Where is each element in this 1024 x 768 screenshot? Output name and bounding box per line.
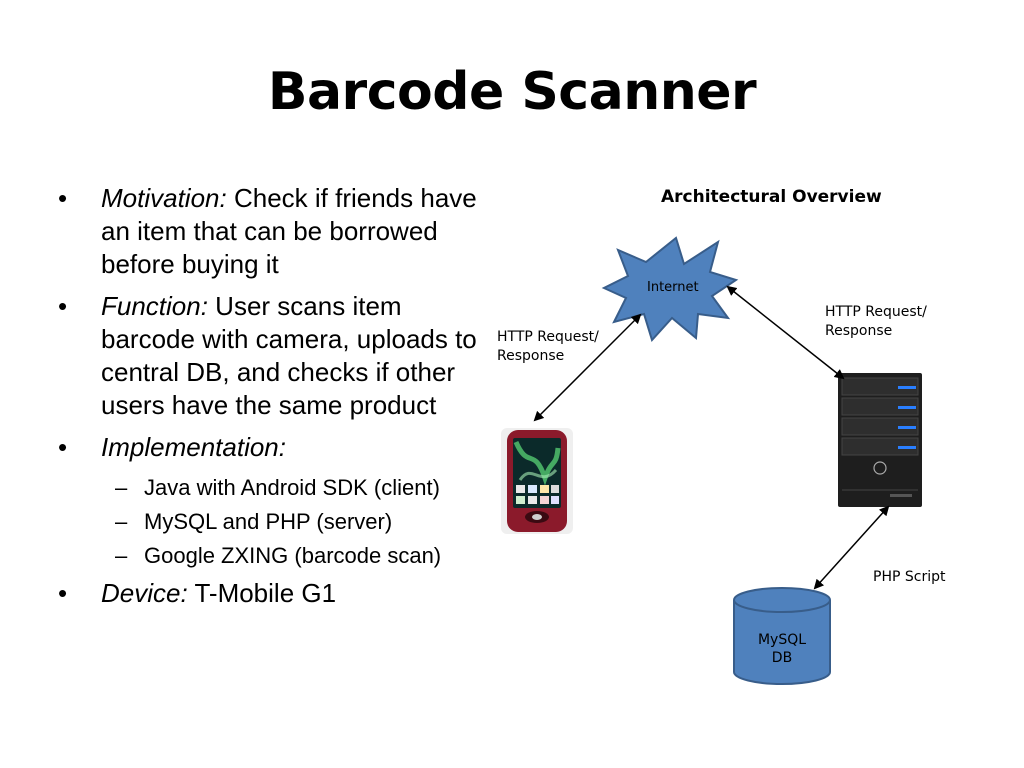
bullet-text: User scans item barcode with camera, upl… [101,291,477,420]
mysql-database-icon [733,587,831,685]
bullet-function: • Function: User scans item barcode with… [58,290,498,422]
phone-internet-arrow [533,313,642,422]
implementation-item: – Google ZXING (barcode scan) [101,539,498,573]
bullet-label: Device: [101,578,188,608]
internet-label: Internet [647,280,699,295]
diagram-title: Architectural Overview [661,187,882,207]
bullet-dot: • [58,578,68,608]
bullet-implementation: • Implementation: [58,431,498,464]
implementation-text: Google ZXING (barcode scan) [144,543,442,568]
implementation-list: – Java with Android SDK (client) – MySQL… [101,471,498,573]
bullet-motivation: • Motivation: Check if friends have an i… [58,182,498,281]
bullet-device: • Device: T-Mobile G1 [58,577,498,610]
sub-dash: – [115,509,128,534]
implementation-item: – MySQL and PHP (server) [101,505,498,539]
slide-title: Barcode Scanner [267,62,757,122]
bullet-dot: • [58,432,68,462]
bullet-dot: • [58,291,68,321]
implementation-text: MySQL and PHP (server) [144,509,393,534]
internet-server-arrow [726,285,845,380]
bullet-text: T-Mobile G1 [187,578,337,608]
server-icon [838,373,922,507]
android-phone-icon [501,428,573,534]
db-label: MySQL DB [757,632,807,666]
bullet-label: Motivation: [101,183,227,213]
server-db-arrow [813,505,890,590]
bullet-text: Check if friends have an item that can b… [101,183,477,279]
right-link-label: HTTP Request/ Response [825,304,927,339]
implementation-text: Java with Android SDK (client) [144,475,440,500]
sub-dash: – [115,475,128,500]
db-link-label: PHP Script [873,569,946,585]
bullet-label: Function: [101,291,208,321]
sub-dash: – [115,543,128,568]
left-link-label: HTTP Request/ Response [497,329,599,364]
implementation-item: – Java with Android SDK (client) [101,471,498,505]
bullet-list: • Motivation: Check if friends have an i… [58,182,498,619]
bullet-label: Implementation: [101,432,286,462]
bullet-dot: • [58,183,68,213]
